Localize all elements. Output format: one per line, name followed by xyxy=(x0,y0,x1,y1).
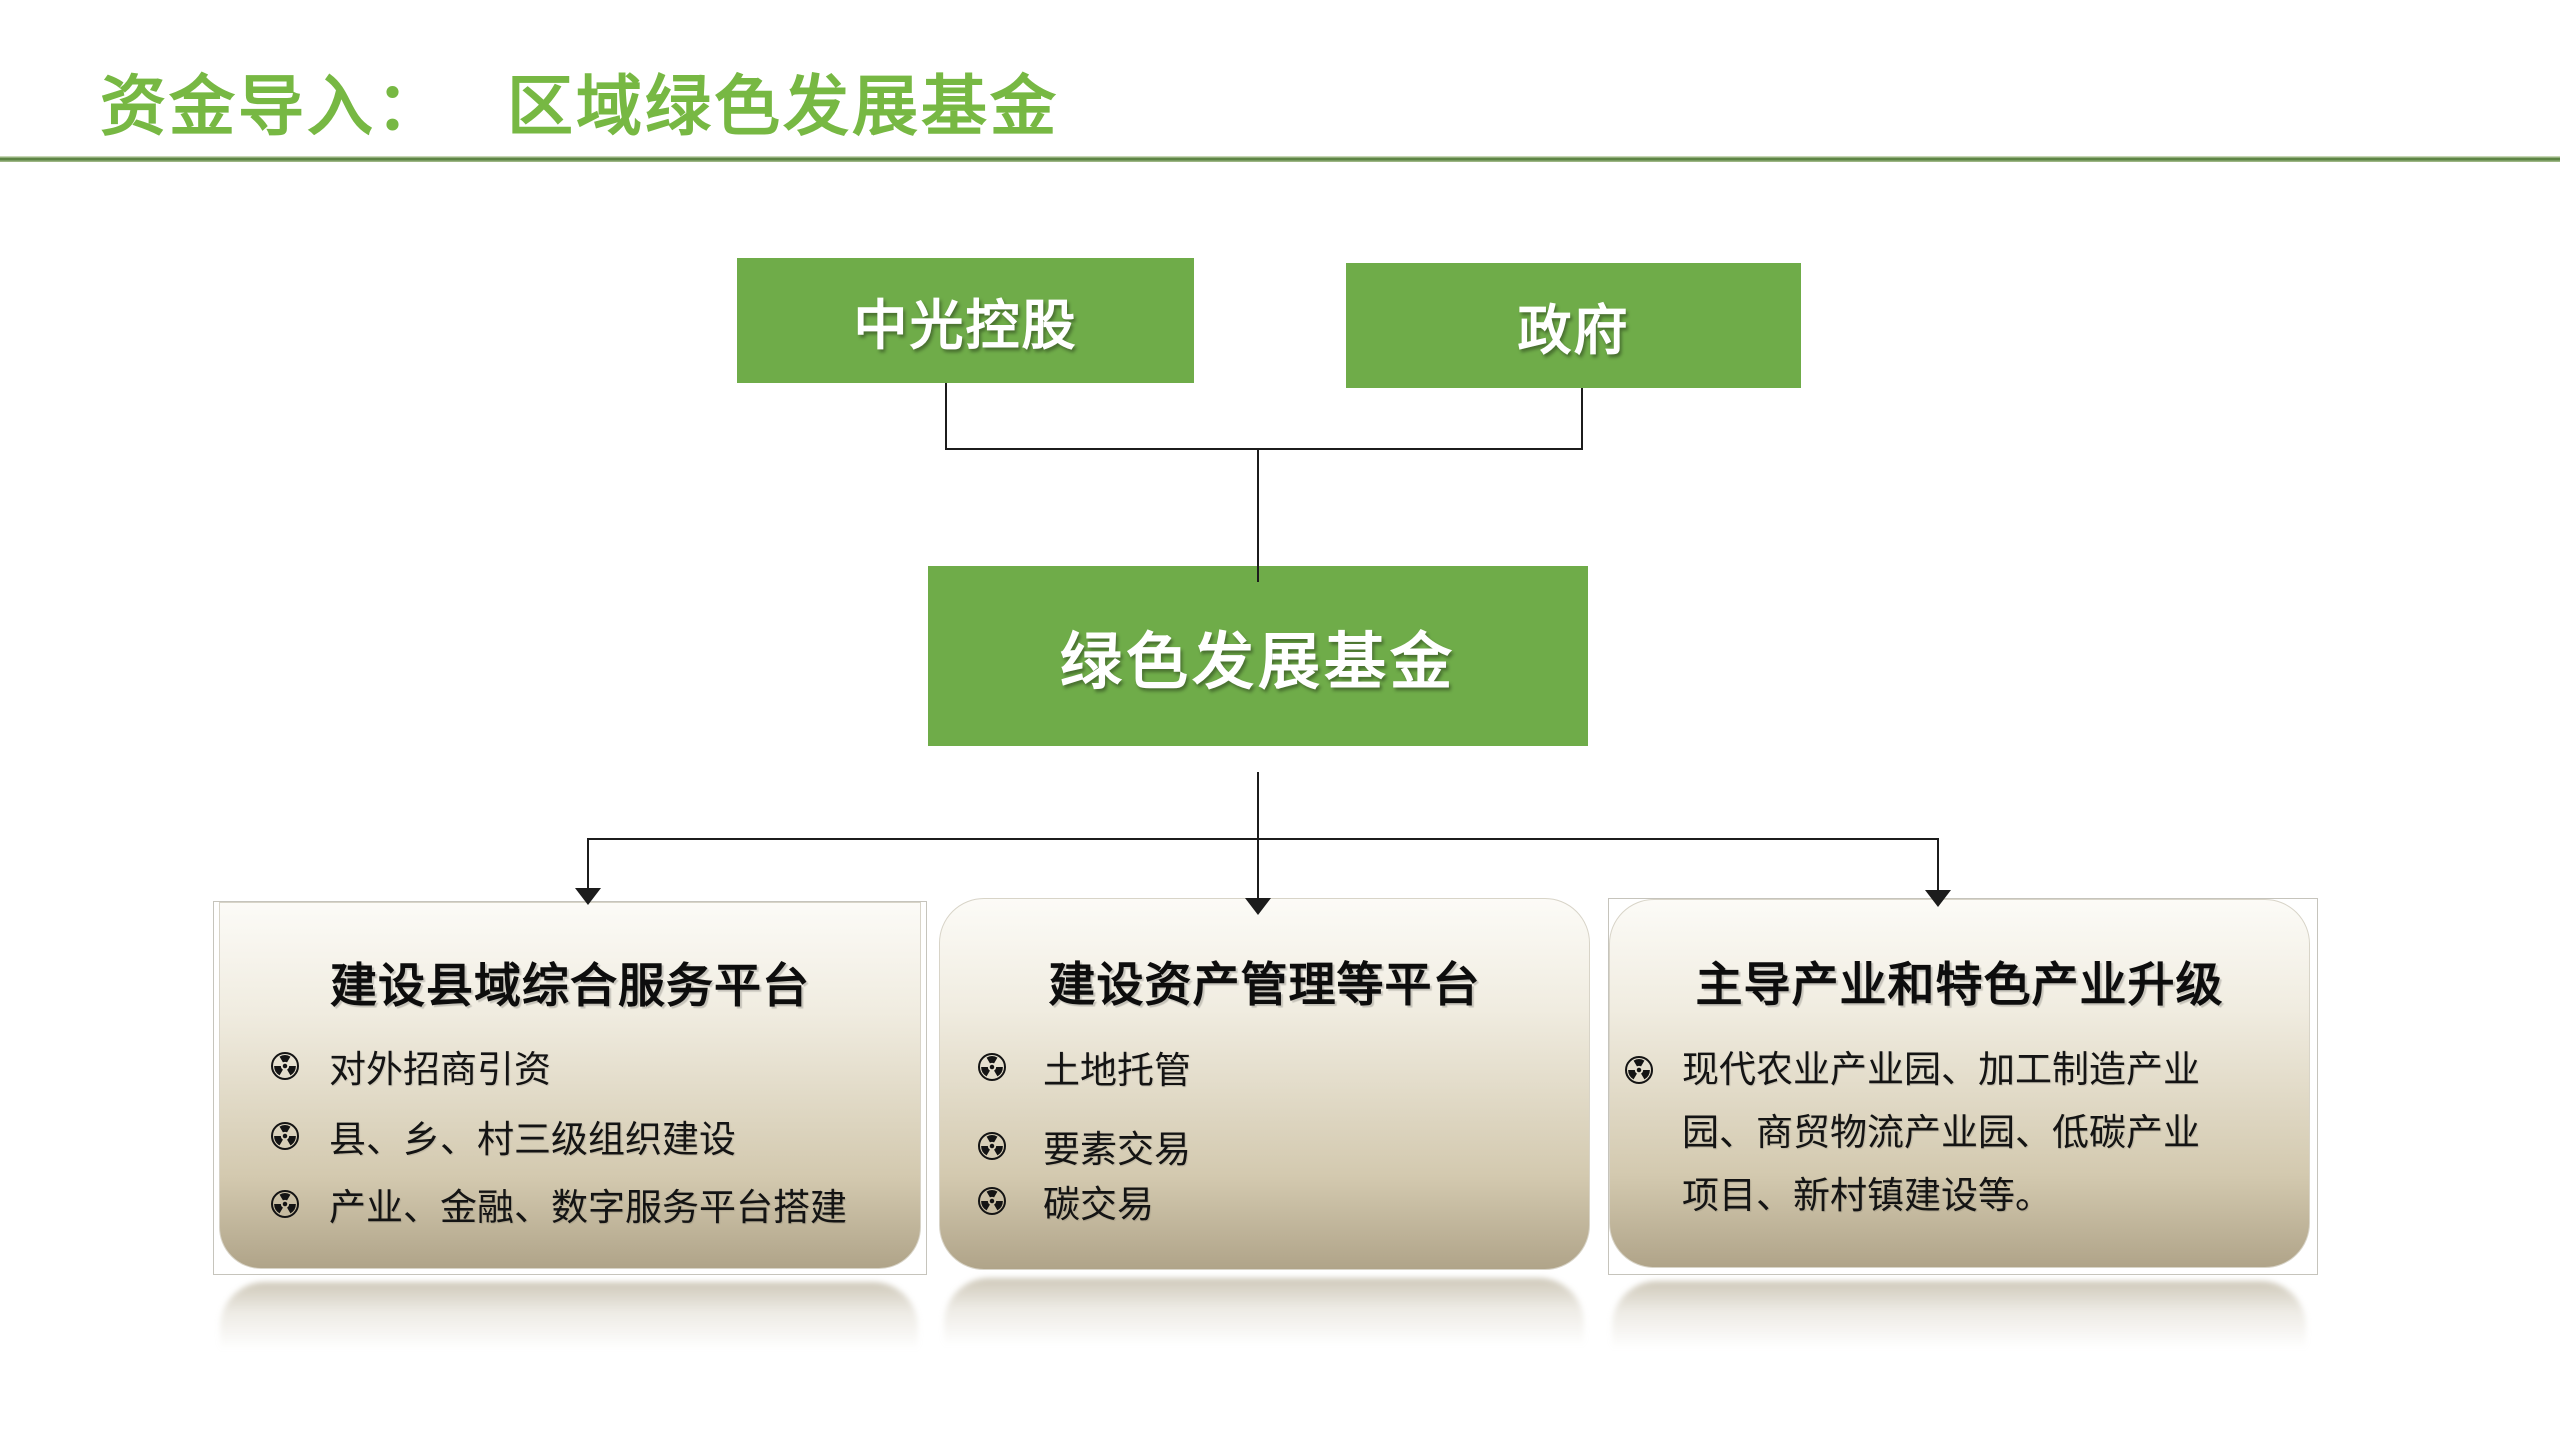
card-title: 建设资产管理等平台 xyxy=(1048,958,1481,1011)
page-title-prefix: 资金导入： xyxy=(100,69,445,143)
node-zhongguang-holdings: 中光控股 xyxy=(737,258,1194,383)
connector-line xyxy=(1581,388,1583,448)
trefoil-bullet-icon xyxy=(1625,1056,1653,1084)
card-county-service-platform: 建设县域综合服务平台 对外招商引资 xyxy=(213,901,927,1275)
list-item: 土地托管 xyxy=(977,1045,1191,1091)
connector-line xyxy=(1257,772,1259,838)
down-arrow-icon xyxy=(1925,890,1951,907)
card-industry-upgrade: 主导产业和特色产业升级 现代农业产业园、加工制造产业园、商贸物流产业园、低碳产业… xyxy=(1608,898,2318,1275)
trefoil-bullet-icon xyxy=(271,1052,299,1080)
trefoil-bullet-icon xyxy=(271,1190,299,1218)
node-label: 中光控股 xyxy=(853,296,1078,356)
down-arrow-icon xyxy=(1245,898,1271,915)
connector-line xyxy=(587,838,589,888)
list-item: 对外招商引资 xyxy=(270,1044,551,1090)
list-item-text: 碳交易 xyxy=(1043,1184,1154,1225)
down-arrow-icon xyxy=(575,888,601,905)
list-item: 产业、金融、数字服务平台搭建 xyxy=(270,1182,847,1228)
card-reflection xyxy=(220,1282,918,1350)
list-item-text: 产业、金融、数字服务平台搭建 xyxy=(329,1187,847,1228)
list-item-text: 现代农业产业园、加工制造产业园、商贸物流产业园、低碳产业项目、新村镇建设等。 xyxy=(1682,1049,2200,1216)
card-asset-management-platform: 建设资产管理等平台 土地托管 要素 xyxy=(939,898,1590,1270)
list-item-text: 对外招商引资 xyxy=(329,1049,551,1090)
connector-line xyxy=(1257,840,1259,898)
trefoil-bullet-icon xyxy=(978,1053,1006,1081)
card-background: 建设资产管理等平台 土地托管 要素 xyxy=(939,898,1590,1270)
card-reflection xyxy=(1612,1281,2306,1349)
card-background: 建设县域综合服务平台 对外招商引资 xyxy=(219,902,921,1269)
list-item: 现代农业产业园、加工制造产业园、商贸物流产业园、低碳产业项目、新村镇建设等。 xyxy=(1624,1038,2234,1227)
connector-line xyxy=(588,838,1938,840)
list-item: 县、乡、村三级组织建设 xyxy=(270,1114,736,1160)
node-government: 政府 xyxy=(1346,263,1801,388)
trefoil-bullet-icon xyxy=(271,1122,299,1150)
list-item-text: 要素交易 xyxy=(1043,1129,1191,1170)
page-title-main: 区域绿色发展基金 xyxy=(507,69,1059,143)
connector-line xyxy=(945,448,1583,450)
connector-line xyxy=(1937,838,1939,890)
card-title: 主导产业和特色产业升级 xyxy=(1695,958,2224,1011)
trefoil-bullet-icon xyxy=(978,1187,1006,1215)
card-background: 主导产业和特色产业升级 现代农业产业园、加工制造产业园、商贸物流产业园、低碳产业… xyxy=(1609,899,2310,1268)
connector-line xyxy=(945,383,947,448)
node-green-development-fund: 绿色发展基金 xyxy=(928,566,1588,746)
list-item-text: 县、乡、村三级组织建设 xyxy=(329,1119,736,1160)
node-label: 绿色发展基金 xyxy=(1059,628,1456,697)
list-item-text: 土地托管 xyxy=(1043,1050,1191,1091)
list-item: 要素交易 xyxy=(977,1124,1191,1170)
card-reflection xyxy=(944,1278,1584,1346)
connector-line xyxy=(1257,448,1259,582)
trefoil-bullet-icon xyxy=(978,1132,1006,1160)
card-title: 建设县域综合服务平台 xyxy=(330,959,810,1012)
list-item: 碳交易 xyxy=(977,1179,1154,1225)
title-separator-line xyxy=(0,156,2560,162)
node-label: 政府 xyxy=(1517,301,1630,361)
